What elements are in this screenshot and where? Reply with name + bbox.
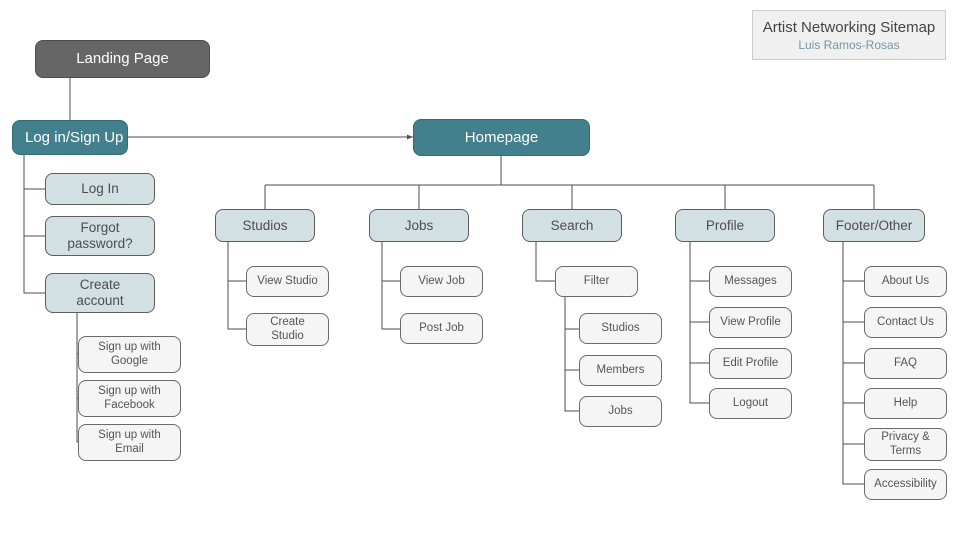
connector-footer-other-to-contact-us (842, 242, 864, 323)
node-profile[interactable]: Profile (675, 209, 775, 242)
connector-profile-to-edit-profile (689, 242, 709, 364)
node-post-job[interactable]: Post Job (400, 313, 483, 344)
node-footer-other[interactable]: Footer/Other (823, 209, 925, 242)
node-contact-us[interactable]: Contact Us (864, 307, 947, 338)
node-edit-profile[interactable]: Edit Profile (709, 348, 792, 379)
connector-profile-to-view-profile (689, 242, 709, 323)
connector-filter-to-filter-members (564, 297, 579, 371)
connector-filter-to-filter-jobs (564, 297, 579, 412)
connector-jobs-to-post-job (381, 242, 400, 330)
node-jobs[interactable]: Jobs (369, 209, 469, 242)
connector-footer-other-to-about-us (842, 242, 864, 282)
connector-login-signup-to-create-account (23, 155, 45, 294)
node-landing[interactable]: Landing Page (35, 40, 210, 78)
node-search[interactable]: Search (522, 209, 622, 242)
node-signup-google[interactable]: Sign up with Google (78, 336, 181, 373)
node-messages[interactable]: Messages (709, 266, 792, 297)
connector-studios-to-create-studio (227, 242, 246, 330)
node-about-us[interactable]: About Us (864, 266, 947, 297)
node-filter-members[interactable]: Members (579, 355, 662, 386)
node-view-profile[interactable]: View Profile (709, 307, 792, 338)
diagram-author: Luis Ramos-Rosas (798, 37, 900, 52)
node-homepage[interactable]: Homepage (413, 119, 590, 156)
node-faq[interactable]: FAQ (864, 348, 947, 379)
node-create-studio[interactable]: Create Studio (246, 313, 329, 346)
connector-footer-other-to-privacy-terms (842, 242, 864, 445)
connector-footer-other-to-faq (842, 242, 864, 364)
connector-login-signup-to-log-in (23, 155, 45, 190)
node-signup-email[interactable]: Sign up with Email (78, 424, 181, 461)
connector-profile-to-logout (689, 242, 709, 404)
node-logout[interactable]: Logout (709, 388, 792, 419)
node-login-signup[interactable]: Log in/Sign Up (12, 120, 128, 155)
node-filter-studios[interactable]: Studios (579, 313, 662, 344)
connector-profile-to-messages (689, 242, 709, 282)
connector-studios-to-view-studio (227, 242, 246, 282)
node-accessibility[interactable]: Accessibility (864, 469, 947, 500)
node-view-studio[interactable]: View Studio (246, 266, 329, 297)
node-filter[interactable]: Filter (555, 266, 638, 297)
node-create-account[interactable]: Create account (45, 273, 155, 313)
title-card: Artist Networking Sitemap Luis Ramos-Ros… (752, 10, 946, 60)
diagram-title: Artist Networking Sitemap (762, 18, 936, 36)
connector-login-signup-to-forgot-password (23, 155, 45, 237)
connector-footer-other-to-accessibility (842, 242, 864, 485)
connector-create-account-to-signup-email (76, 313, 78, 443)
node-log-in[interactable]: Log In (45, 173, 155, 205)
connector-filter-to-filter-studios (564, 297, 579, 330)
connector-search-to-filter (535, 242, 555, 282)
node-help[interactable]: Help (864, 388, 947, 419)
node-studios[interactable]: Studios (215, 209, 315, 242)
node-forgot-password[interactable]: Forgot password? (45, 216, 155, 256)
node-signup-facebook[interactable]: Sign up with Facebook (78, 380, 181, 417)
node-filter-jobs[interactable]: Jobs (579, 396, 662, 427)
node-view-job[interactable]: View Job (400, 266, 483, 297)
connector-jobs-to-view-job (381, 242, 400, 282)
node-privacy-terms[interactable]: Privacy & Terms (864, 428, 947, 461)
